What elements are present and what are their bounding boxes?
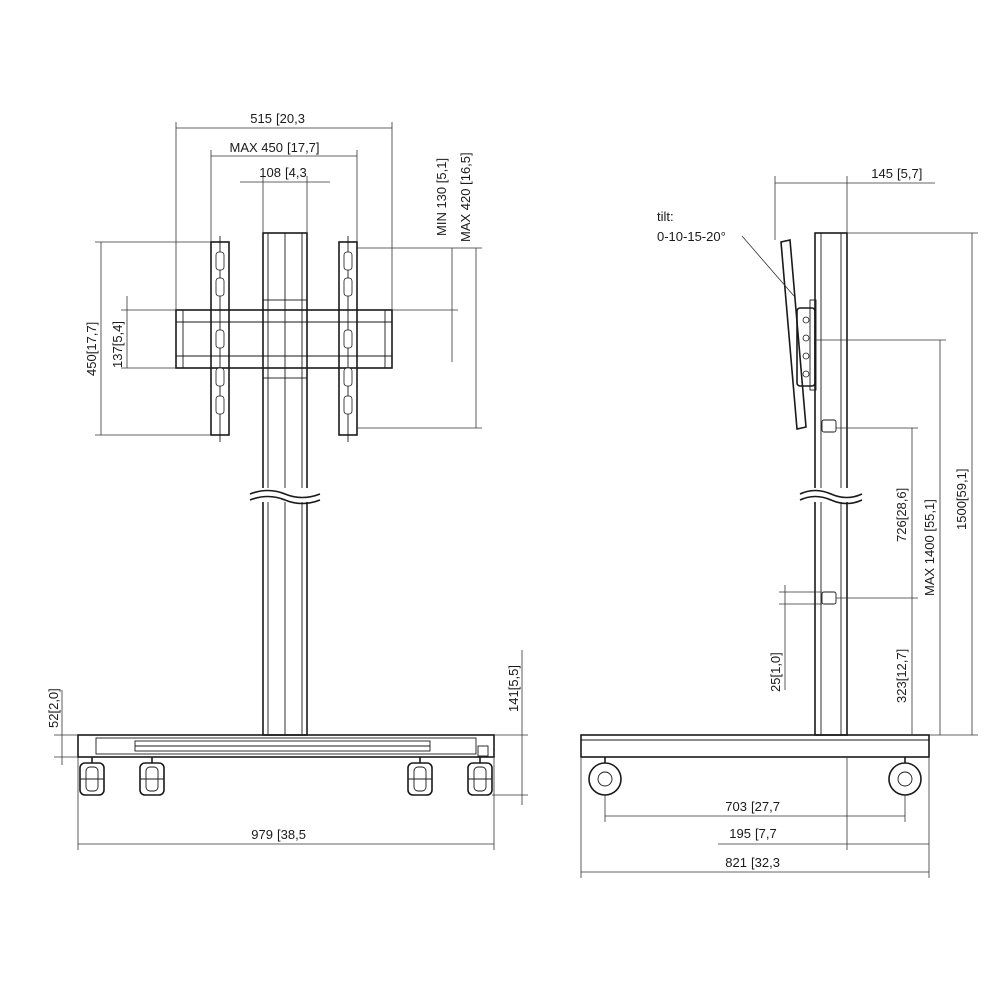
front-column	[249, 232, 321, 736]
dim-979-value: 979	[251, 827, 273, 842]
front-view: 515 [20,3 MAX 450 [17,7] 108 [4,3 MIN 1	[46, 111, 528, 850]
dim-108-value: 108	[259, 165, 281, 180]
dim-145-inch: [5,7]	[897, 166, 922, 181]
dim-52-value: 52[2,0]	[46, 688, 61, 728]
dim-max-450-inch: [17,7]	[287, 140, 320, 155]
dim-145: 145 [5,7]	[774, 166, 935, 240]
dim-min-130-value: MIN 130 [5,1]	[434, 158, 449, 236]
dim-515: 515 [20,3	[175, 111, 393, 310]
side-tilt-bracket	[780, 239, 817, 430]
dim-52: 52[2,0]	[46, 688, 78, 765]
dim-195: 195 [7,7	[718, 757, 930, 850]
front-caster-1	[79, 757, 105, 796]
side-base	[580, 734, 930, 758]
dim-137-vertical: 137[5,4]	[110, 296, 176, 369]
side-view: tilt: 0-10-15-20° 145 [5,7] 1500[59,1] M…	[580, 166, 978, 878]
front-arm-right	[338, 236, 358, 442]
dim-108-inch: [4,3	[285, 165, 307, 180]
dim-515-value: 515	[250, 111, 272, 126]
dim-703-inch: [27,7	[751, 799, 780, 814]
front-caster-4	[467, 745, 493, 796]
dim-515-inch: [20,3	[276, 111, 305, 126]
front-caster-2	[139, 757, 165, 796]
dim-979: 979 [38,5	[77, 757, 495, 850]
dim-max-1400: MAX 1400 [55,1]	[815, 339, 946, 735]
dim-25: 25[1,0]	[768, 585, 822, 692]
dim-141-value: 141[5,5]	[506, 665, 521, 712]
tilt-annotation: tilt: 0-10-15-20°	[657, 209, 795, 297]
dim-821-inch: [32,3	[751, 855, 780, 870]
dim-min-max-vertical: MIN 130 [5,1] MAX 420 [16,5]	[357, 152, 482, 429]
dim-703: 703 [27,7	[604, 795, 906, 822]
dim-195-inch: [7,7	[755, 826, 777, 841]
dim-max-420-value: MAX 420 [16,5]	[458, 152, 473, 242]
dim-145-value: 145	[871, 166, 893, 181]
dim-max-1400-value: MAX 1400 [55,1]	[922, 499, 937, 596]
dim-450-value: 450[17,7]	[84, 322, 99, 376]
dim-25-value: 25[1,0]	[768, 652, 783, 692]
dim-726: 726[28,6]	[836, 427, 918, 599]
tilt-label: tilt:	[657, 209, 674, 224]
tilt-values: 0-10-15-20°	[657, 229, 726, 244]
front-caster-3	[407, 757, 433, 796]
side-column	[799, 232, 863, 736]
dim-450-vertical: 450[17,7]	[84, 241, 211, 436]
dim-141: 141[5,5]	[492, 650, 528, 805]
dim-195-value: 195	[729, 826, 751, 841]
dim-max-450-value: MAX 450	[230, 140, 283, 155]
dim-max-450: MAX 450 [17,7]	[210, 140, 358, 242]
dim-1500-value: 1500[59,1]	[954, 469, 969, 530]
side-wheel-front	[588, 757, 622, 796]
front-arm-left	[210, 236, 230, 442]
dim-1500: 1500[59,1]	[847, 232, 978, 736]
side-wheel-back	[888, 757, 922, 796]
dim-137-value: 137[5,4]	[110, 321, 125, 368]
dim-703-value: 703	[725, 799, 747, 814]
front-crossbar	[175, 309, 393, 369]
dim-108: 108 [4,3	[240, 165, 330, 233]
dim-821-value: 821	[725, 855, 747, 870]
dim-323: 323[12,7]	[894, 598, 913, 735]
dim-323-value: 323[12,7]	[894, 649, 909, 703]
dim-821: 821 [32,3	[580, 757, 930, 878]
dim-979-inch: [38,5	[277, 827, 306, 842]
dim-726-value: 726[28,6]	[894, 488, 909, 542]
